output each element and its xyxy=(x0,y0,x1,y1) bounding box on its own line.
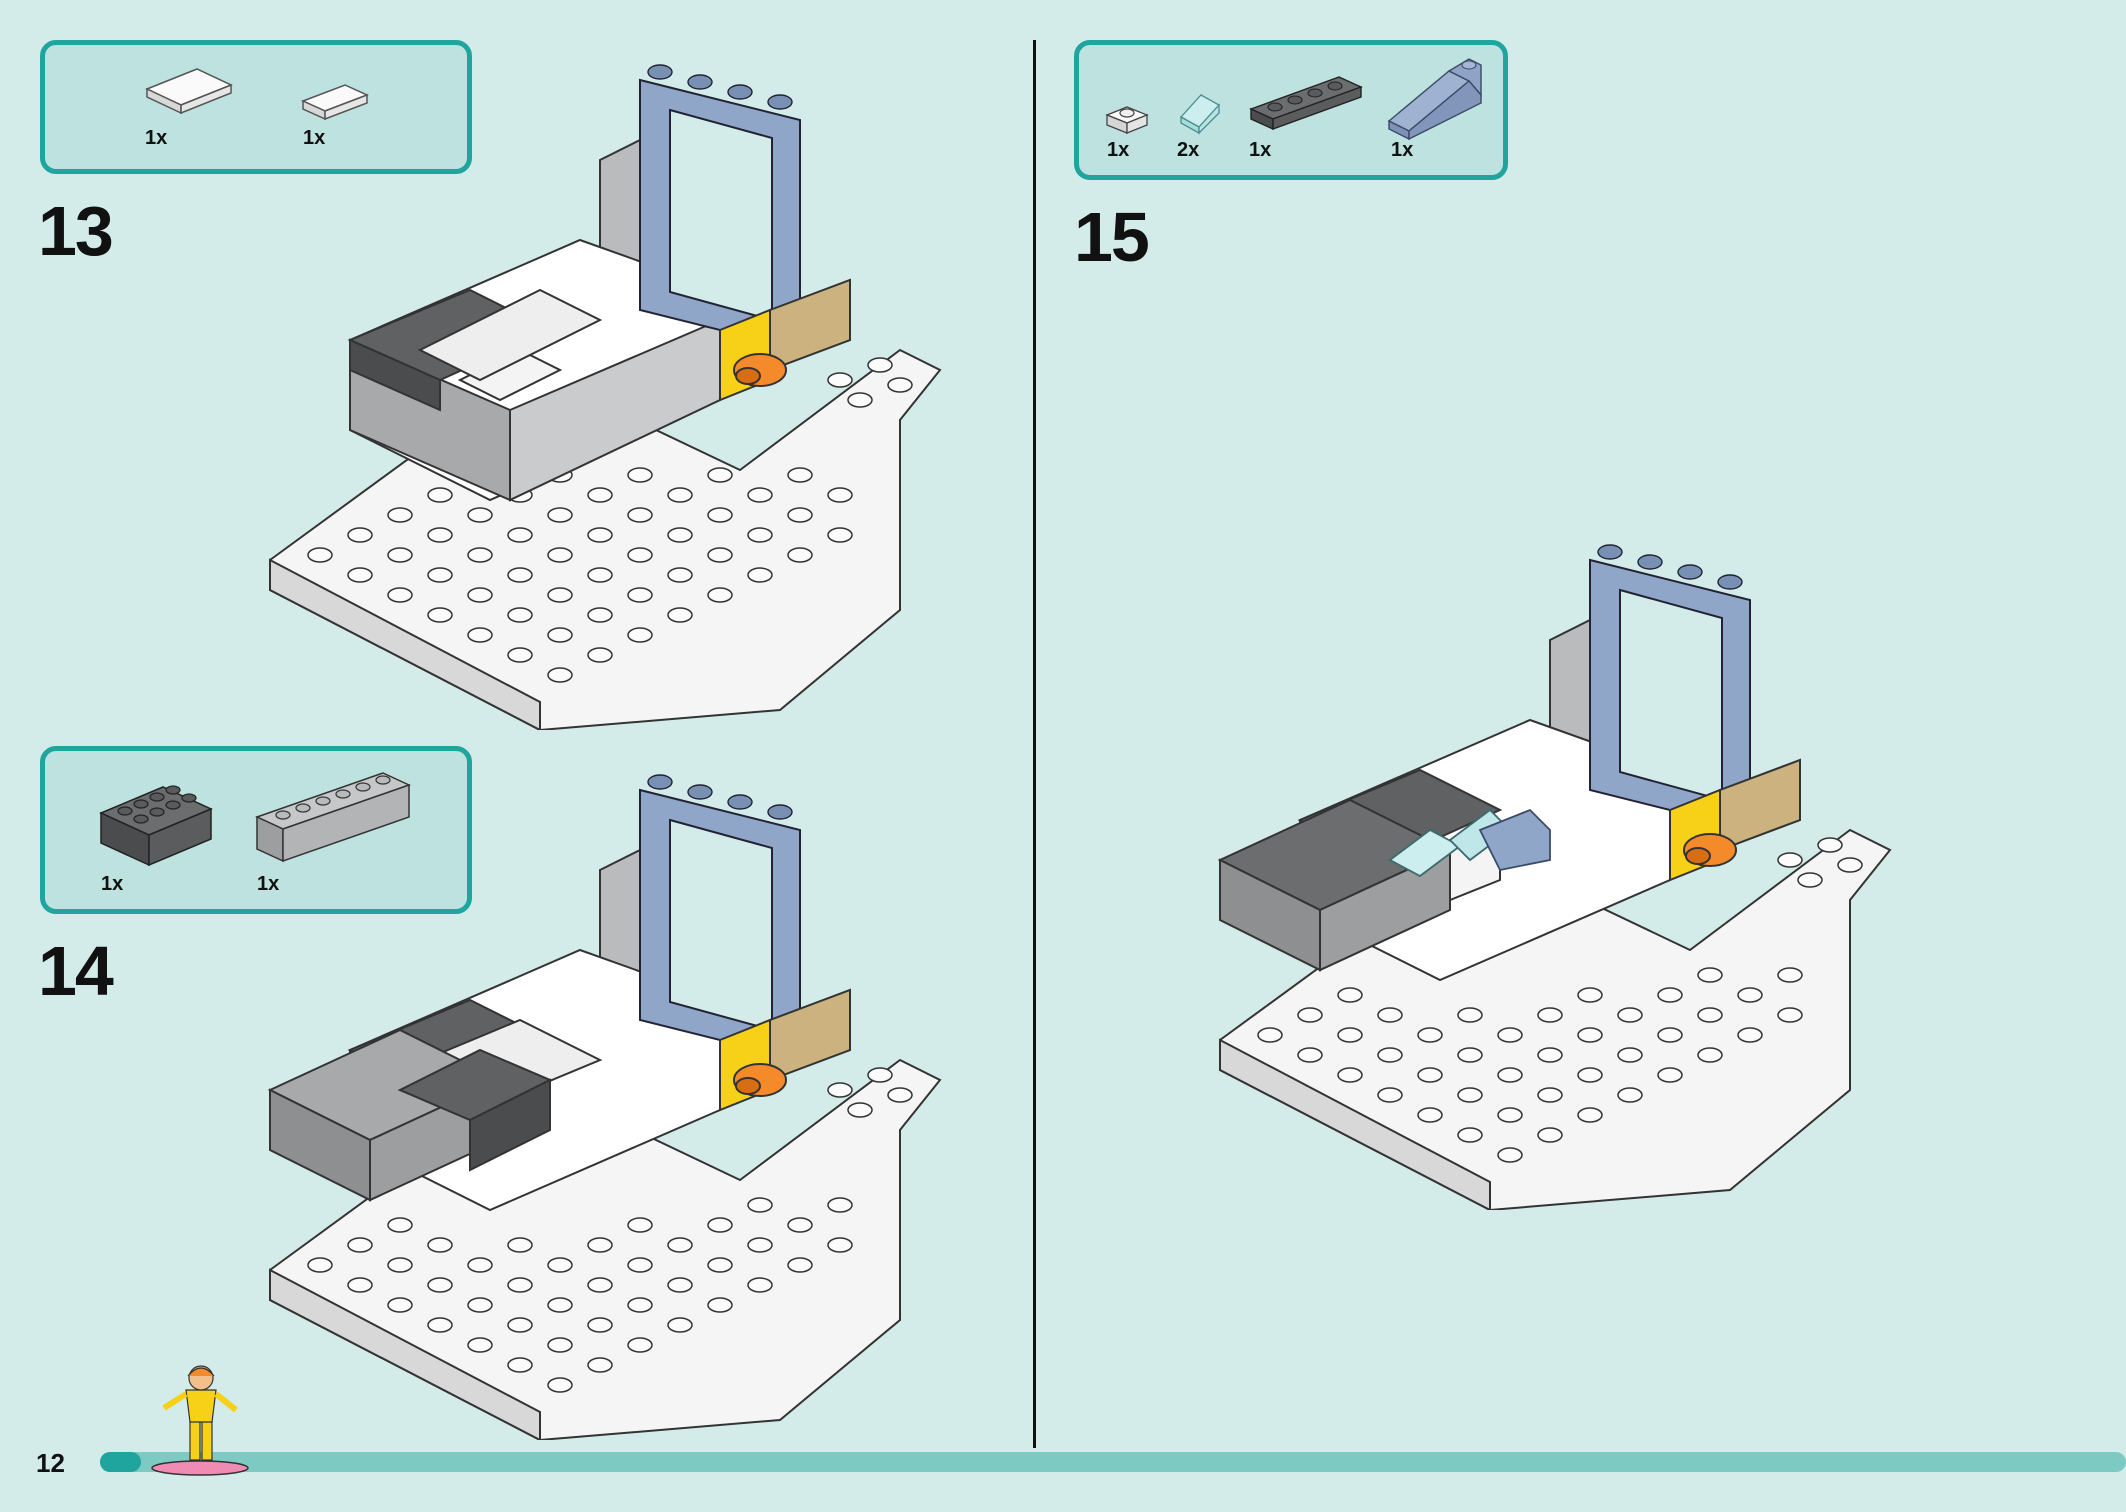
dark-gray-plate-1x4-icon xyxy=(1249,76,1363,131)
model-accents xyxy=(1669,758,1801,882)
model-studs xyxy=(1257,837,1863,1163)
step-number: 13 xyxy=(38,192,114,270)
column-divider xyxy=(1033,40,1036,1448)
part-qty: 1x xyxy=(1391,139,1414,161)
model-accents xyxy=(719,278,851,402)
part-qty: 1x xyxy=(1107,139,1130,161)
progress-bar-track xyxy=(100,1452,2126,1472)
step-number: 15 xyxy=(1074,198,1150,276)
model-studs xyxy=(307,357,913,683)
part-qty: 1x xyxy=(303,127,326,149)
white-tile-2x2-icon xyxy=(145,68,233,115)
model-window-frame xyxy=(1589,544,1751,832)
step-14-model-illustration xyxy=(267,774,942,1440)
step-number: 14 xyxy=(38,932,114,1010)
progress-bar-fill xyxy=(100,1452,141,1472)
part-qty: 2x xyxy=(1177,139,1200,161)
model-wall xyxy=(347,128,721,502)
part-qty: 1x xyxy=(1249,139,1272,161)
dark-gray-brick-2x4-icon xyxy=(99,785,213,867)
step-15-parts-box: 1x 2x 1x 1x xyxy=(1074,40,1508,180)
model-window-frame xyxy=(639,64,801,352)
step-13-model-illustration xyxy=(269,64,942,730)
step-15-model-illustration xyxy=(1217,544,1892,1210)
white-tile-1x2-icon xyxy=(301,84,369,121)
minifigure-snowboarder-icon xyxy=(151,1365,249,1476)
page-number: 12 xyxy=(36,1448,65,1478)
part-qty: 1x xyxy=(101,873,124,895)
trans-clear-slope-icon xyxy=(1179,94,1221,135)
model-wall xyxy=(267,838,721,1212)
part-qty: 1x xyxy=(257,873,280,895)
model-slopes xyxy=(1388,808,1551,878)
sand-blue-slope-icon xyxy=(1387,58,1482,141)
light-gray-brick-1x6-icon xyxy=(255,772,411,863)
model-window-frame xyxy=(639,774,801,1062)
model-studs xyxy=(307,1067,913,1393)
step-13-parts-box: 1x 1x xyxy=(40,40,472,174)
white-plate-1x1-icon xyxy=(1105,106,1149,134)
part-qty: 1x xyxy=(145,127,168,149)
step-14-parts-box: 1x 1x xyxy=(40,746,472,914)
model-accents xyxy=(719,988,851,1112)
